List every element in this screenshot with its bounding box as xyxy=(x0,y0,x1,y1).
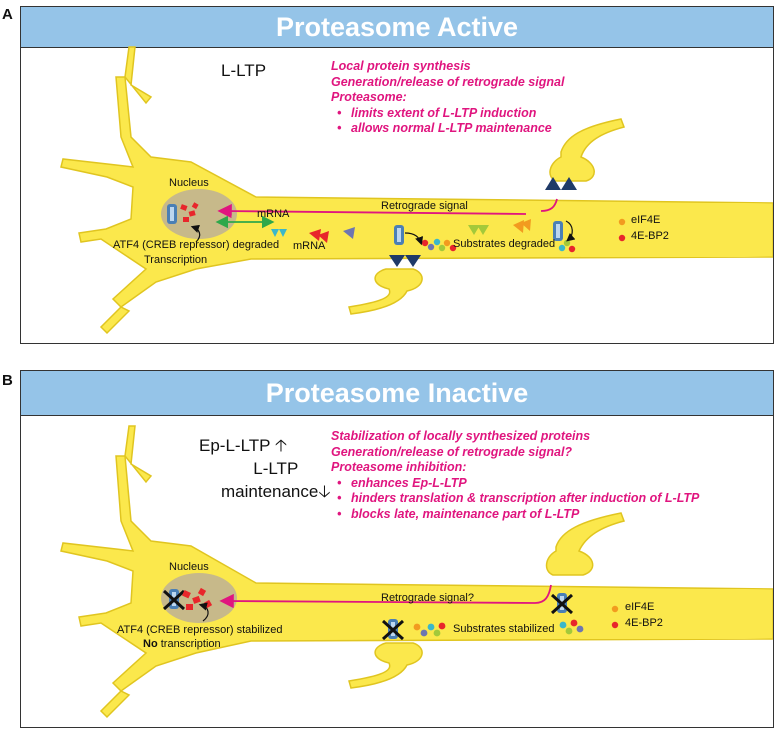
transcription-label: No transcription xyxy=(143,638,221,650)
proteasome-icon xyxy=(553,221,563,241)
4e-bp2-icon xyxy=(618,234,626,242)
note-line: Proteasome: xyxy=(331,90,407,104)
panel-a-notes: Local protein synthesis Generation/relea… xyxy=(331,59,564,137)
eif4e-label: eIF4E xyxy=(625,601,655,613)
transcription-word: transcription xyxy=(157,638,221,650)
receptor-cluster xyxy=(545,177,577,190)
blocked-proteasome-icon xyxy=(162,589,186,611)
substrate-cluster xyxy=(413,622,446,637)
note-line: Generation/release of retrograde signal xyxy=(331,74,565,89)
panel-b: Proteasome Inactive xyxy=(20,370,774,728)
panel-a-neuron-illustration xyxy=(60,46,773,335)
mrna-label: mRNA xyxy=(293,240,326,252)
mrna-label: mRNA xyxy=(257,208,290,220)
l-ltp-text: L-LTP xyxy=(253,459,299,478)
dendrite-branch xyxy=(99,425,153,719)
substrates-label: Substrates degraded xyxy=(453,238,556,250)
down-arrow-icon: 🡣 xyxy=(318,482,331,501)
panel-a-letter: A xyxy=(2,6,13,23)
panel-b-letter: B xyxy=(2,372,13,389)
note-line: Local protein synthesis xyxy=(331,59,471,73)
note-sub-line: limits extent of L-LTP induction xyxy=(331,106,564,122)
l-ltp-label: L-LTP xyxy=(221,61,267,80)
mrna-icon xyxy=(343,227,355,239)
4e-bp2-label: 4E-BP2 xyxy=(625,617,663,629)
4e-bp2-label: 4E-BP2 xyxy=(631,230,669,242)
atf4-label: ATF4 (CREB repressor) degraded xyxy=(113,239,280,251)
synapse-bottom xyxy=(348,268,423,315)
substrate-cluster xyxy=(559,619,584,635)
note-line: Generation/release of retrograde signal? xyxy=(331,444,573,459)
ep-l-ltp-text: Ep-L-LTP xyxy=(199,436,271,455)
note-sub-line: allows normal L-LTP maintenance xyxy=(331,121,564,137)
atf4-label: ATF4 (CREB repressor) stabilized xyxy=(117,624,283,636)
note-sub-line: enhances Ep-L-LTP xyxy=(331,476,699,492)
panel-a: Proteasome Active xyxy=(20,6,774,344)
synapse-top xyxy=(549,118,625,182)
proteasome-icon xyxy=(167,204,177,224)
4e-bp2-icon xyxy=(611,621,619,629)
proteasome-icon xyxy=(394,225,404,245)
mrna-icon xyxy=(309,229,329,243)
panel-a-banner: Proteasome Active xyxy=(21,7,773,48)
note-line: Proteasome inhibition: xyxy=(331,460,467,474)
mrna-icon xyxy=(468,225,489,235)
retrograde-signal-label: Retrograde signal xyxy=(381,200,468,212)
mrna-icon xyxy=(271,229,287,237)
up-arrow-icon: 🡡 xyxy=(274,436,288,455)
eif4e-icon xyxy=(611,605,619,613)
ep-l-ltp-label: Ep-L-LTP 🡡 xyxy=(199,433,287,462)
maintenance-text: maintenance xyxy=(221,482,319,501)
note-line: Stabilization of locally synthesized pro… xyxy=(331,429,591,443)
note-sub-line: hinders translation & transcription afte… xyxy=(331,491,699,507)
substrate-cluster xyxy=(421,238,457,252)
note-sub-line: blocks late, maintenance part of L-LTP xyxy=(331,507,699,523)
retrograde-signal-label: Retrograde signal? xyxy=(381,592,474,604)
retrograde-arrow xyxy=(217,203,527,219)
transcription-label: Transcription xyxy=(144,254,208,266)
eif4e-icon xyxy=(618,218,626,226)
retrograde-arrow xyxy=(219,593,536,609)
substrates-label: Substrates stabilized xyxy=(453,623,555,635)
panel-b-neuron-illustration xyxy=(60,425,773,719)
nucleus-label: Nucleus xyxy=(169,177,209,189)
synapse-top xyxy=(545,512,625,576)
panel-b-notes: Stabilization of locally synthesized pro… xyxy=(331,429,699,522)
eif4e-label: eIF4E xyxy=(631,214,661,226)
synapse-bottom xyxy=(348,642,423,689)
blocked-proteasome-icon xyxy=(550,593,574,615)
blocked-proteasome-icon xyxy=(381,619,405,641)
no-word: No xyxy=(143,638,158,650)
l-ltp-maintenance-label: L-LTP maintenance🡣 xyxy=(221,459,331,508)
mrna-icon xyxy=(513,219,531,233)
atf4-protein xyxy=(180,202,199,222)
dendrite-branch xyxy=(99,46,153,335)
nucleus-label: Nucleus xyxy=(169,561,209,573)
receptor-cluster xyxy=(389,255,421,267)
panel-b-banner: Proteasome Inactive xyxy=(21,371,773,416)
